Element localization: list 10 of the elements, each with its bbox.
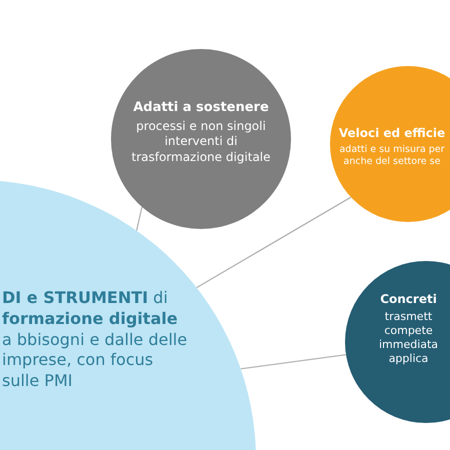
circle-text: processi e non singoli interventi di trasformazione digitale: [130, 118, 272, 166]
connector-line: [196, 196, 352, 288]
circle-heading: Veloci ed efficie: [338, 126, 446, 142]
circle-text: adatti e su misura per anche del settore se: [338, 144, 446, 168]
circle-heading: Concreti: [379, 292, 438, 308]
connector-line: [240, 354, 346, 370]
circle-text: DI e STRUMENTI di formazione digitale a bbisogni e dalle delle imprese, con focus sulle PMI: [2, 288, 188, 392]
circle-heading: Adatti a sostenere: [132, 100, 270, 117]
connector-line: [136, 206, 143, 231]
circle-text: trasmett compete immediata applica: [378, 310, 440, 367]
